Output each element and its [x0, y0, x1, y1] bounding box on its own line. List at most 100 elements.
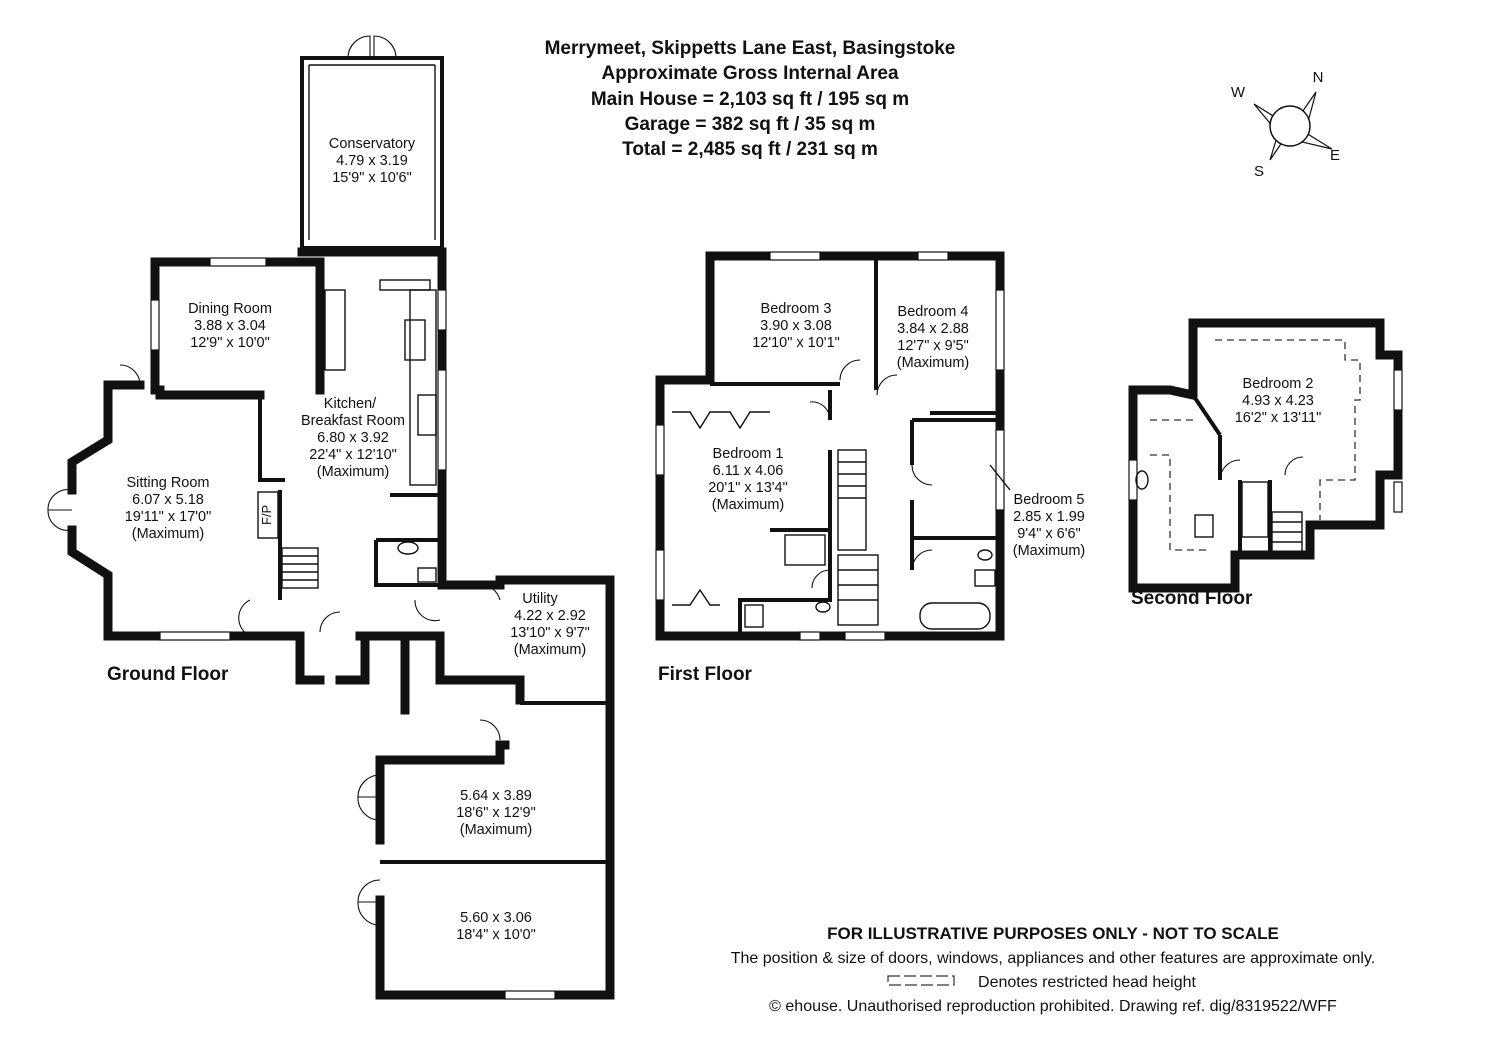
bed3-window [769, 251, 821, 261]
second-floor-plan: Bedroom 2 4.93 x 4.23 16'2" x 13'11" Sec… [1128, 318, 1403, 609]
bed3-imperial: 12'10" x 10'1" [752, 335, 840, 351]
sitting-bay-lower [67, 525, 255, 641]
conservatory-french-doors [347, 35, 397, 59]
second-floor-outer-walls [1128, 318, 1403, 593]
bed1-imperial: 20'1" x 13'4" [708, 480, 788, 496]
garage-area: Garage = 382 sq ft / 35 sq m [625, 114, 876, 135]
disclaimer-heading: FOR ILLUSTRATIVE PURPOSES ONLY - NOT TO … [827, 924, 1279, 943]
bed2-imperial: 16'2" x 13'11" [1235, 410, 1322, 426]
fireplace-label: F/P [259, 505, 274, 525]
front-door [319, 611, 341, 633]
disclaimer-line2: Denotes restricted head height [978, 974, 1196, 991]
second-floor-window-1 [1128, 459, 1138, 501]
bathroom-door [911, 549, 933, 571]
main-house-area: Main House = 2,103 sq ft / 195 sq m [591, 89, 909, 110]
kitchen-counter [379, 279, 431, 291]
hall-door [238, 599, 251, 637]
compass-rose-icon: N W S E [1231, 69, 1340, 180]
disclaimer-line3: © ehouse. Unauthorised reproduction proh… [769, 998, 1337, 1015]
conservatory-imperial: 15'9" x 10'6" [332, 170, 412, 186]
kitchen-name-2: Breakfast Room [301, 413, 405, 429]
first-floor-stairs [837, 449, 879, 626]
second-floor-diagonal-wall [1191, 393, 1222, 437]
total-area: Total = 2,485 sq ft / 231 sq m [622, 139, 878, 160]
sitting-imperial: 19'11" x 17'0" [125, 509, 212, 525]
second-floor-label: Second Floor [1131, 588, 1253, 609]
bed5-pointer [989, 464, 1011, 491]
hob-icon [404, 319, 426, 361]
ground-stairs [281, 547, 319, 589]
bed1-window-2 [655, 549, 665, 601]
compass-n: N [1313, 69, 1324, 86]
bed4-window [917, 251, 949, 261]
wc-icon [417, 567, 437, 583]
utility-imperial: 13'10" x 9'7" [510, 625, 590, 641]
restricted-height-legend-icon [887, 975, 955, 986]
second-floor-inner-walls [1218, 435, 1242, 555]
bed5-door [911, 464, 933, 486]
utility-metric: 4.22 x 2.92 [514, 608, 586, 624]
ensuite-wc-icon [744, 604, 764, 628]
ground-floor-plan: F/P Conservatory 4.79 x 3.19 15'9" x 10'… [47, 35, 615, 1000]
garage-east-wall [375, 575, 615, 1000]
bed1-window-1 [655, 424, 665, 476]
second-floor-wc-icon [1194, 514, 1214, 538]
compass-e: E [1330, 147, 1340, 164]
bed5-walls [912, 418, 1000, 540]
bed3-name: Bedroom 3 [761, 301, 832, 317]
area-subtitle: Approximate Gross Internal Area [601, 63, 898, 84]
hall-wall [258, 395, 285, 482]
sitting-window [159, 631, 231, 641]
bed3-door [839, 359, 861, 381]
kitchen-name-1: Kitchen/ [324, 396, 377, 412]
cloakroom-wall-2 [374, 540, 442, 587]
bed1-note: (Maximum) [712, 497, 785, 513]
bed2-metric: 4.93 x 4.23 [1242, 393, 1314, 409]
disclaimer-block: FOR ILLUSTRATIVE PURPOSES ONLY - NOT TO … [731, 924, 1376, 1015]
garage2-metric: 5.60 x 3.06 [460, 910, 532, 926]
bed5-window [995, 429, 1005, 511]
first-floor-label: First Floor [658, 664, 753, 685]
sitting-door [119, 364, 141, 386]
second-floor-window-2 [1393, 369, 1403, 411]
disclaimer-line1: The position & size of doors, windows, a… [731, 950, 1376, 967]
garage-doors-2 [357, 879, 381, 926]
porch-west [295, 631, 325, 685]
second-floor-stairs [1271, 511, 1303, 553]
bed5-metric: 2.85 x 1.99 [1013, 509, 1085, 525]
dining-side-window [150, 299, 160, 351]
conservatory-metric: 4.79 x 3.19 [336, 153, 408, 169]
bed4-imperial: 12'7" x 9'5" [897, 338, 968, 354]
garage1-imperial: 18'6" x 12'9" [456, 805, 536, 821]
ground-floor-label: Ground Floor [107, 664, 229, 685]
utility-name: Utility [522, 591, 558, 607]
bed4-side-window [995, 289, 1005, 371]
sink-icon [417, 394, 437, 436]
ensuite-window [799, 631, 821, 641]
fireplace [257, 491, 279, 539]
second-floor-shower-icon [1241, 481, 1269, 538]
bed1-metric: 6.11 x 4.06 [713, 463, 784, 479]
shower-icon [784, 534, 826, 566]
first-floor-plan: Bedroom 3 3.90 x 3.08 12'10" x 10'1" Bed… [655, 251, 1085, 685]
sitting-bay-doors [47, 489, 73, 531]
bathroom-wc-icon [974, 569, 996, 587]
porch-east [335, 631, 370, 685]
bedroom2-door [1219, 459, 1241, 481]
bed3-metric: 3.90 x 3.08 [760, 318, 832, 334]
sitting-bay-upper [67, 380, 113, 495]
bed1-door [809, 401, 831, 421]
kitchen-window-2 [437, 369, 447, 471]
garage1-note: (Maximum) [460, 822, 533, 838]
kitchen-note: (Maximum) [317, 464, 390, 480]
garage2-imperial: 18'4" x 10'0" [456, 927, 536, 943]
sitting-name: Sitting Room [126, 475, 209, 491]
sitting-note: (Maximum) [132, 526, 205, 542]
compass-w: W [1231, 84, 1246, 101]
ensuite-door [811, 569, 831, 589]
bed5-name: Bedroom 5 [1014, 492, 1085, 508]
kitchen-window-1 [437, 289, 447, 331]
second-floor-landing-door [1284, 456, 1304, 476]
bed1-name: Bedroom 1 [713, 446, 784, 462]
